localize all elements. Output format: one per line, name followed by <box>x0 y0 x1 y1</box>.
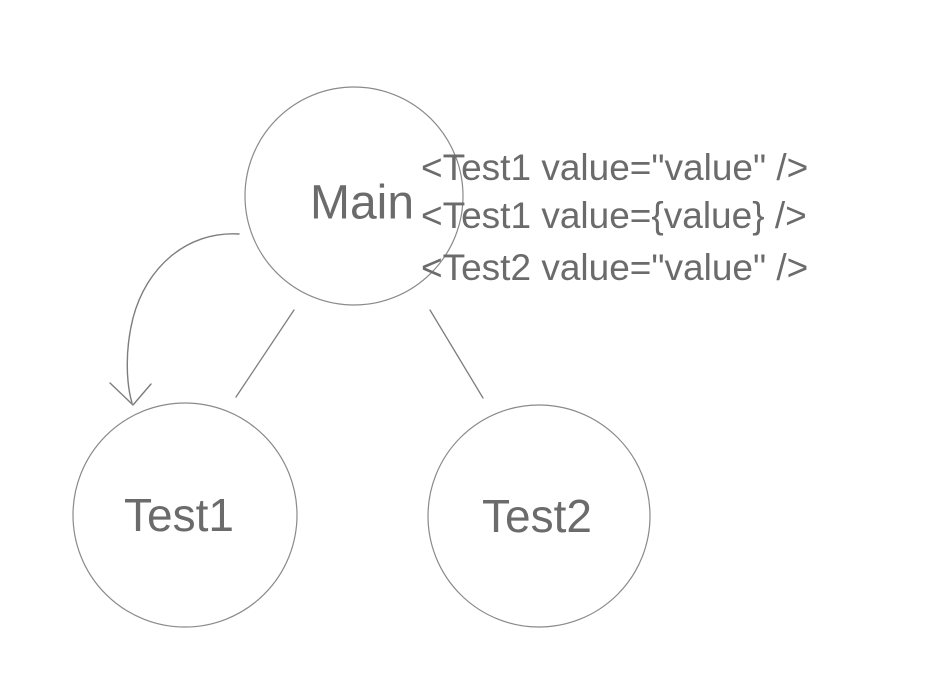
code-annotation-line-3: <Test2 value="value" /> <box>421 247 808 288</box>
node-main-circle[interactable] <box>244 86 464 306</box>
code-annotations-group: <Test1 value="value" /> <Test1 value={va… <box>421 147 808 288</box>
node-main-label: Main <box>310 177 414 230</box>
node-test1[interactable]: Test1 <box>72 402 298 628</box>
edge-main-to-test1-arrow <box>109 233 240 406</box>
edges-group <box>109 233 484 406</box>
arrow-curve-path <box>126 233 240 404</box>
node-test2-circle[interactable] <box>427 404 651 628</box>
node-test2[interactable]: Test2 <box>427 404 651 628</box>
arrowhead-icon <box>109 382 152 406</box>
node-test1-label: Test1 <box>124 489 234 541</box>
code-annotation-line-1: <Test1 value="value" /> <box>421 147 808 188</box>
code-annotation-line-2: <Test1 value={value} /> <box>421 195 807 236</box>
nodes-group: Main Test1 Test2 <box>72 86 651 628</box>
node-test1-circle[interactable] <box>72 402 298 628</box>
node-main[interactable]: Main <box>244 86 464 306</box>
edge-main-to-test2 <box>429 309 484 399</box>
node-test2-label: Test2 <box>482 490 592 542</box>
edge-main-to-test1 <box>235 309 295 398</box>
